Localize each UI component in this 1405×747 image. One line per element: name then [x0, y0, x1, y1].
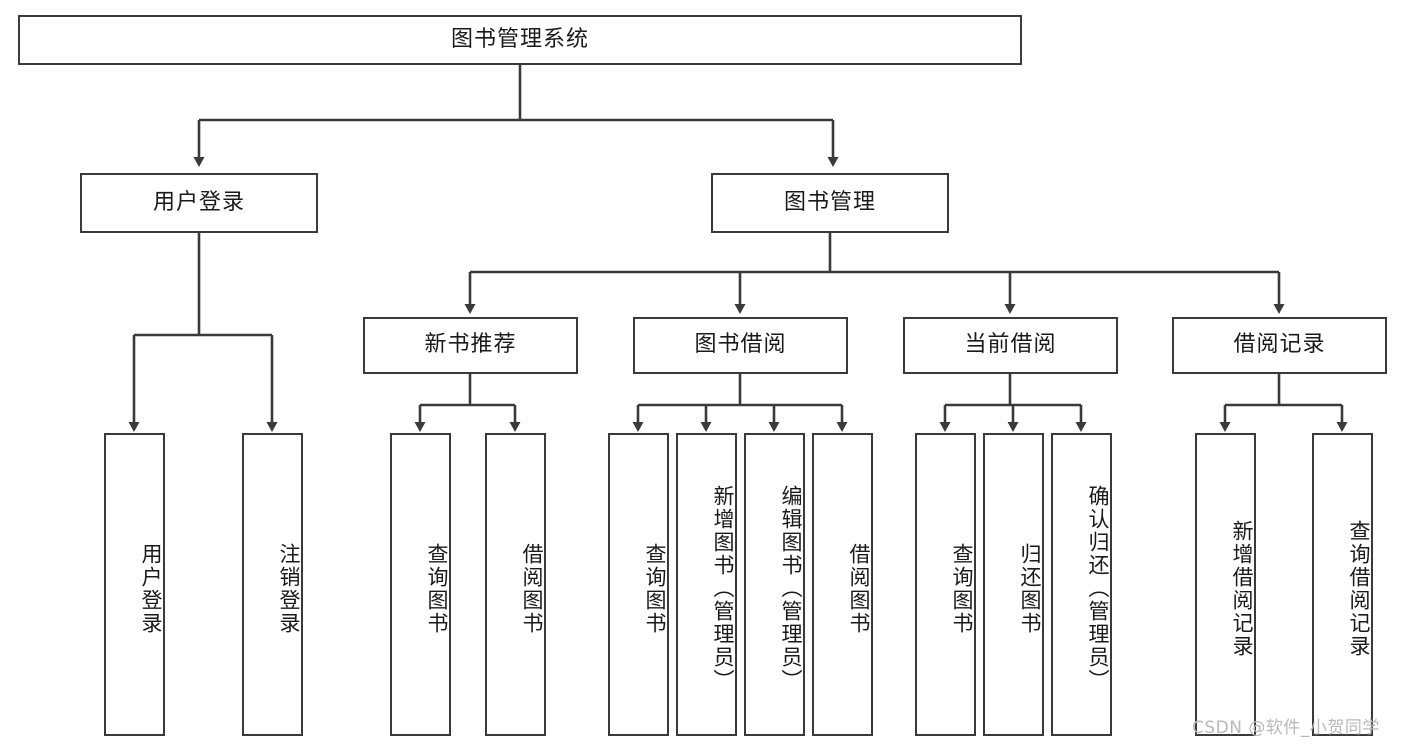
node-label: 确认归还（管理员） — [1086, 485, 1110, 692]
leaf-new-book-query-book[interactable]: 查询图书 — [390, 433, 451, 736]
node-new-book-recommend[interactable]: 新书推荐 — [363, 317, 578, 374]
leaf-current-borrow-query-book[interactable]: 查询图书 — [915, 433, 976, 736]
node-label: 借阅图书 — [847, 542, 871, 635]
csdn-watermark: CSDN @软件_小贺同学 — [1192, 718, 1380, 738]
leaf-current-borrow-confirm-return-admin[interactable]: 确认归还（管理员） — [1051, 433, 1112, 736]
node-label: 归还图书 — [1018, 542, 1042, 635]
node-label: 编辑图书（管理员） — [779, 485, 803, 692]
node-label: 借阅图书 — [520, 542, 544, 635]
node-label: 新书推荐 — [424, 332, 517, 358]
leaf-user-login-logout[interactable]: 注销登录 — [242, 433, 303, 736]
node-book-management[interactable]: 图书管理 — [711, 173, 949, 233]
node-current-borrow[interactable]: 当前借阅 — [903, 317, 1118, 374]
node-user-login[interactable]: 用户登录 — [80, 173, 318, 233]
leaf-borrow-record-add-record[interactable]: 新增借阅记录 — [1195, 433, 1256, 736]
node-label: 查询图书 — [643, 542, 667, 635]
node-label: 图书借阅 — [694, 332, 787, 358]
node-label: 新增借阅记录 — [1230, 519, 1254, 658]
leaf-current-borrow-return-book[interactable]: 归还图书 — [983, 433, 1044, 736]
leaf-borrow-record-query-record[interactable]: 查询借阅记录 — [1312, 433, 1373, 736]
node-label: 当前借阅 — [964, 332, 1057, 358]
node-label: 借阅记录 — [1233, 332, 1326, 358]
node-borrow-record[interactable]: 借阅记录 — [1172, 317, 1387, 374]
leaf-new-book-borrow-book[interactable]: 借阅图书 — [485, 433, 546, 736]
node-label: 图书管理系统 — [450, 26, 589, 52]
leaf-book-borrow-edit-book-admin[interactable]: 编辑图书（管理员） — [744, 433, 805, 736]
leaf-user-login-login[interactable]: 用户登录 — [104, 433, 165, 736]
leaf-book-borrow-query-book[interactable]: 查询图书 — [608, 433, 669, 736]
node-label: 图书管理 — [783, 189, 876, 215]
node-label: 查询图书 — [950, 542, 974, 635]
leaf-book-borrow-add-book-admin[interactable]: 新增图书（管理员） — [676, 433, 737, 736]
node-label: 用户登录 — [152, 189, 245, 215]
node-book-borrow[interactable]: 图书借阅 — [633, 317, 848, 374]
leaf-book-borrow-borrow-book[interactable]: 借阅图书 — [812, 433, 873, 736]
node-label: 查询图书 — [425, 542, 449, 635]
node-label: 用户登录 — [139, 542, 163, 635]
node-label: 查询借阅记录 — [1347, 519, 1371, 658]
node-label: 新增图书（管理员） — [711, 485, 735, 692]
node-root-book-management-system[interactable]: 图书管理系统 — [18, 15, 1022, 65]
node-label: 注销登录 — [277, 542, 301, 635]
